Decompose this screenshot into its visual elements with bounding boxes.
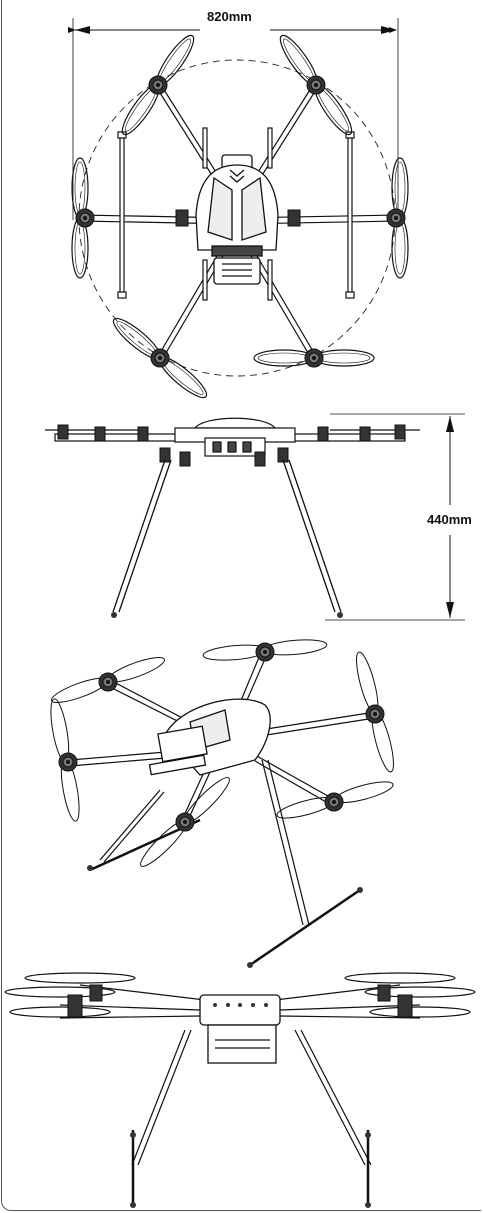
- width-dimension-label: 820mm: [205, 9, 254, 24]
- side-view: [45, 413, 465, 621]
- perspective-view: [50, 639, 394, 968]
- front-view: [4, 972, 476, 1208]
- height-dimension-label: 440mm: [425, 512, 474, 527]
- top-view: [68, 18, 409, 404]
